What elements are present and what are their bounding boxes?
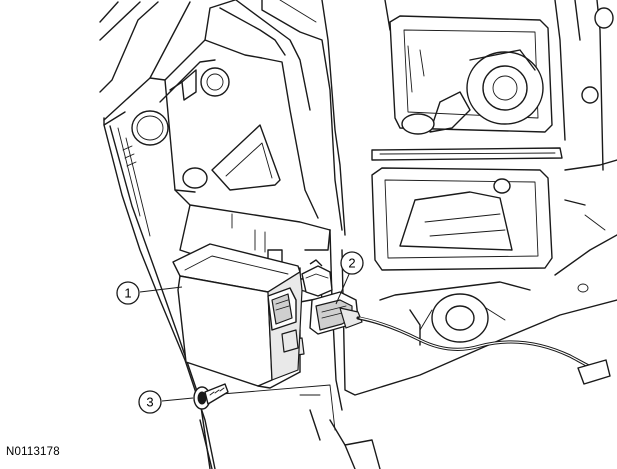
figure-id-label: N0113178	[6, 446, 60, 458]
body-panel-outer	[99, 1, 216, 469]
callout-1: 1	[116, 281, 183, 305]
callout-2-label: 2	[348, 256, 355, 271]
inner-pillar	[131, 0, 343, 231]
connector-part-2	[301, 259, 611, 385]
upper-rear-panel	[321, 0, 617, 293]
bolt-part-3	[193, 383, 229, 410]
callout-2: 2	[335, 251, 364, 305]
lower-panel	[199, 229, 617, 469]
module-part-1	[172, 243, 303, 389]
callout-3: 3	[138, 390, 194, 414]
callout-1-label: 1	[124, 286, 131, 301]
callout-3-label: 3	[146, 395, 153, 410]
